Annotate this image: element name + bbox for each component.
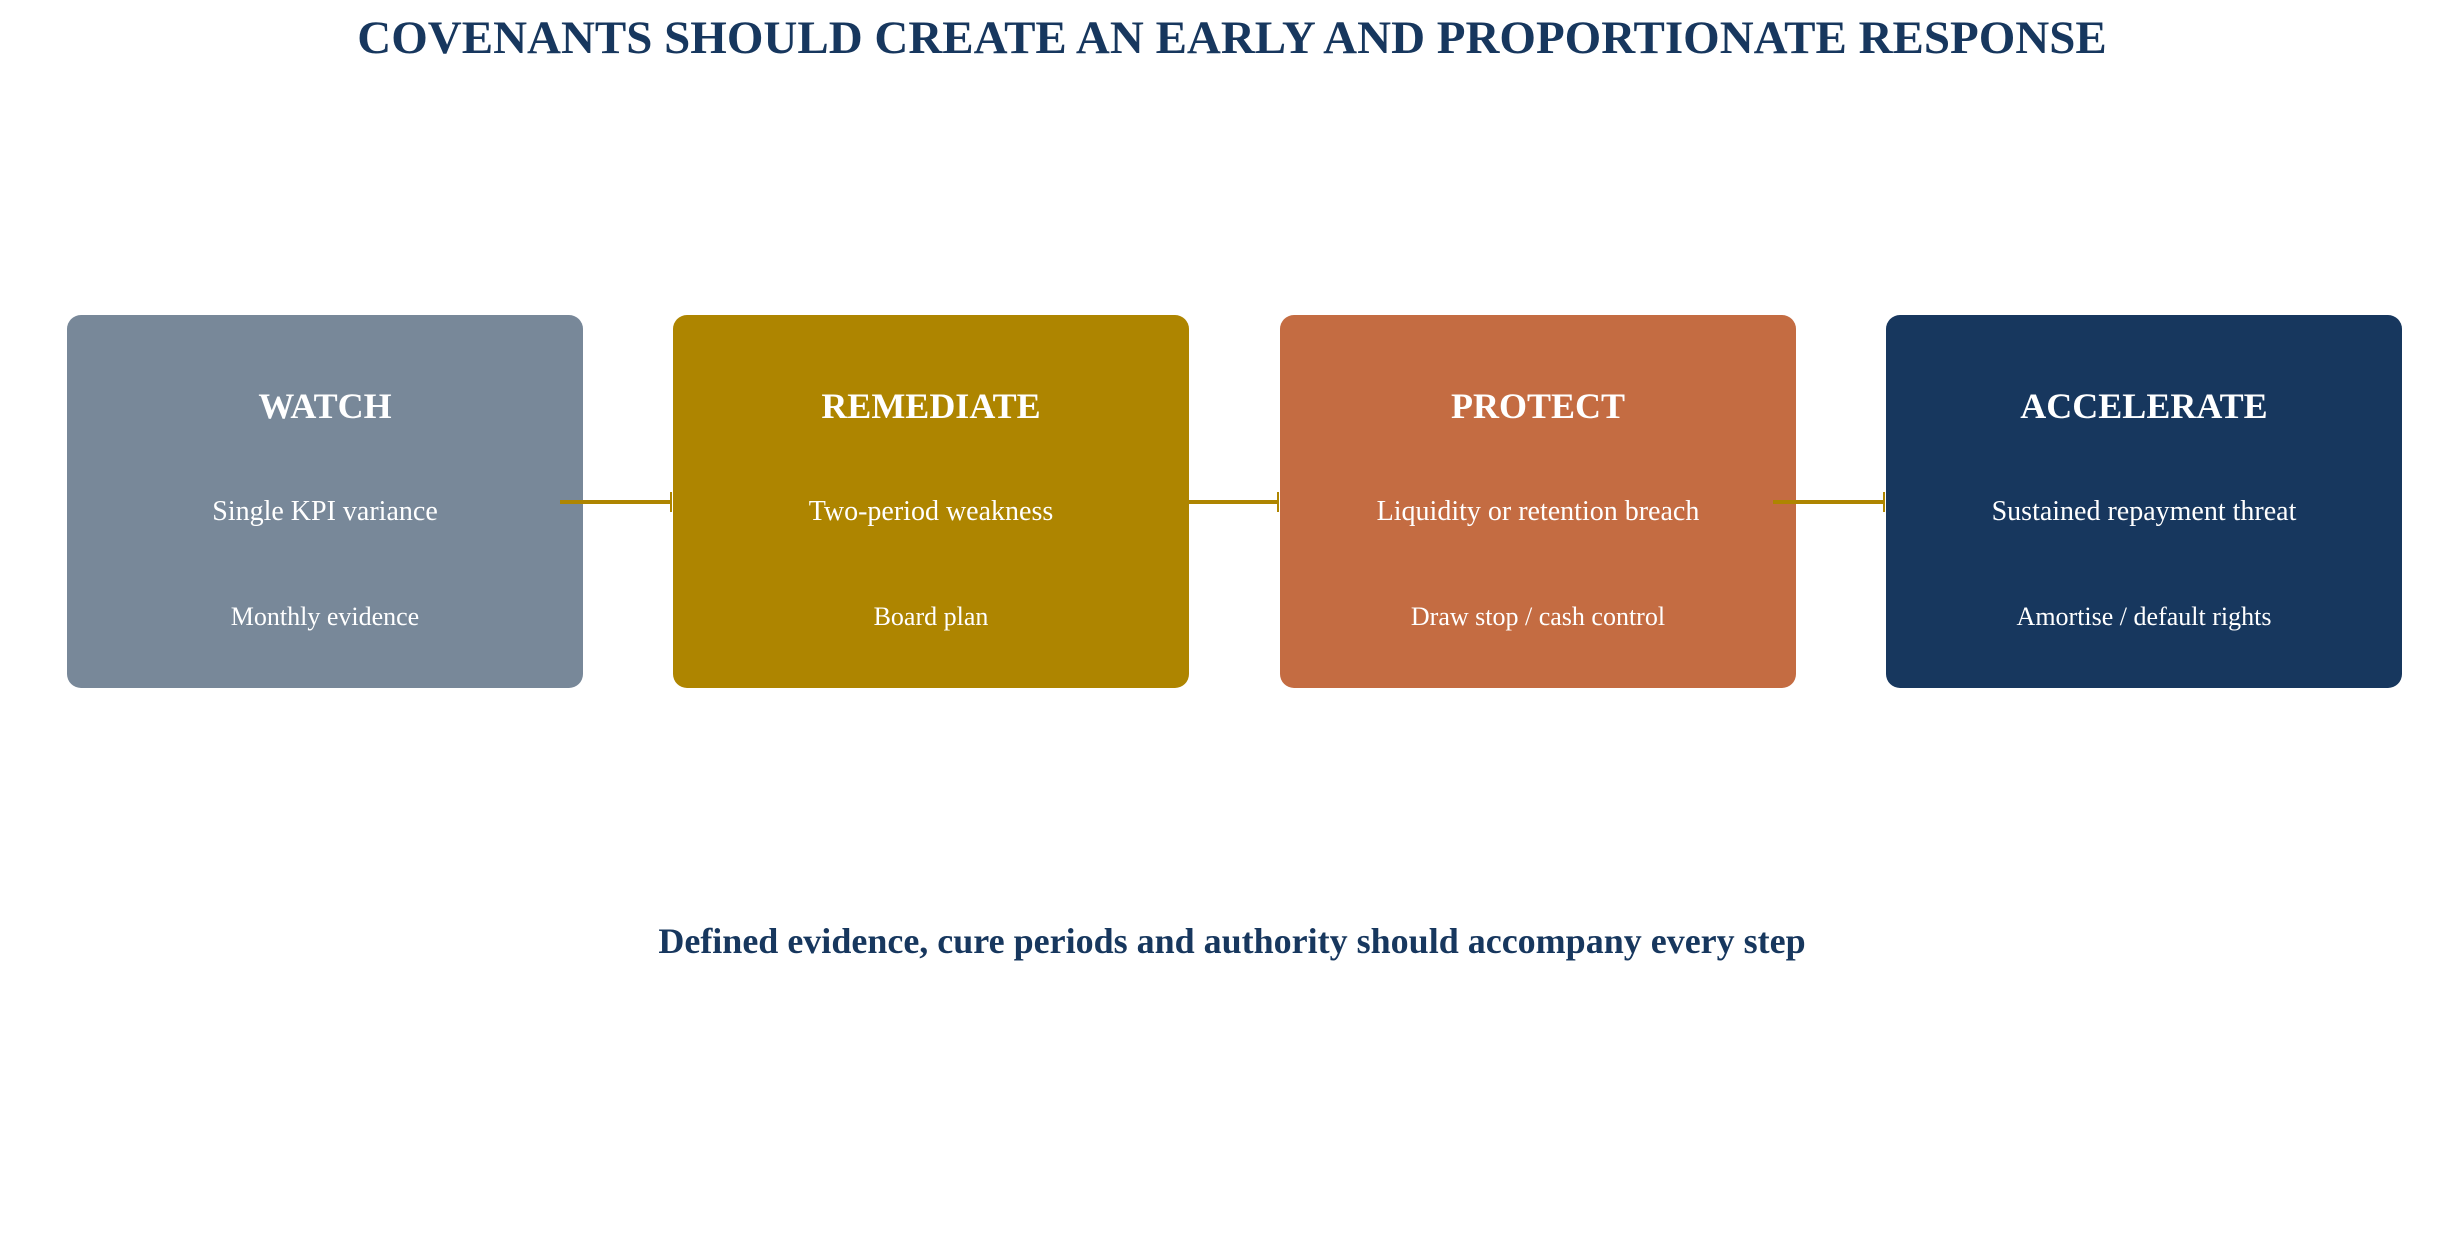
connector-remediate-protect <box>1189 492 1279 512</box>
stage-trigger: Single KPI variance <box>212 496 438 527</box>
stage-name: PROTECT <box>1450 386 1626 426</box>
stage-name: REMEDIATE <box>821 386 1041 426</box>
stage-name: WATCH <box>258 386 392 426</box>
stage-box-accelerate: ACCELERATE Sustained repayment threat Am… <box>1886 315 2402 688</box>
stage-trigger: Liquidity or retention breach <box>1376 496 1700 527</box>
stage-response: Board plan <box>873 602 989 631</box>
stage-response: Amortise / default rights <box>2016 602 2272 631</box>
footer-note: Defined evidence, cure periods and autho… <box>658 921 1806 961</box>
stage-trigger: Sustained repayment threat <box>1991 496 2297 527</box>
stage-trigger: Two-period weakness <box>808 496 1054 527</box>
stage-box-protect: PROTECT Liquidity or retention breach Dr… <box>1280 315 1796 688</box>
stage-response: Monthly evidence <box>230 602 420 631</box>
page-title: COVENANTS SHOULD CREATE AN EARLY AND PRO… <box>357 12 2107 64</box>
stage-box-watch: WATCH Single KPI variance Monthly eviden… <box>67 315 583 688</box>
stage-box-remediate: REMEDIATE Two-period weakness Board plan <box>673 315 1189 688</box>
stage-response: Draw stop / cash control <box>1410 602 1666 631</box>
stage-name: ACCELERATE <box>2020 386 2268 426</box>
